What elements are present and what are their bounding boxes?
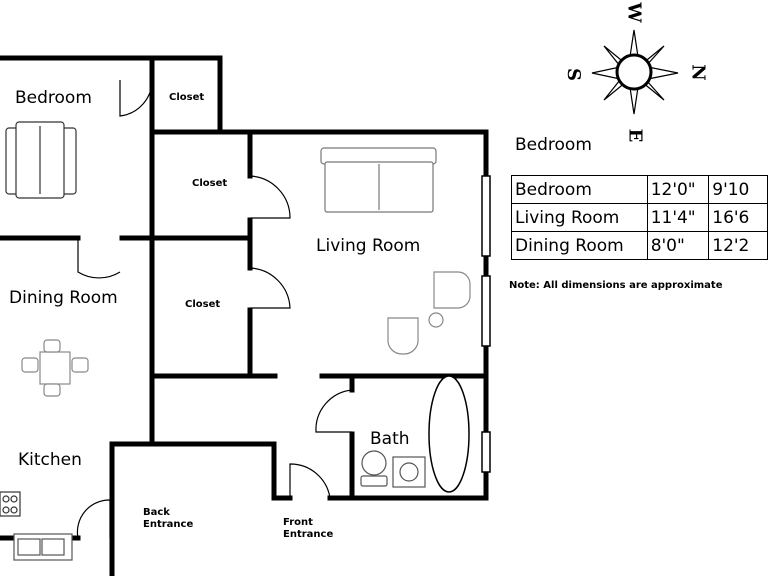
compass-north: N	[687, 64, 709, 81]
front-entrance-line1: Front	[283, 517, 313, 528]
room-label-closet-low: Closet	[185, 299, 221, 310]
table-row: Bedroom 12'0" 9'10	[511, 175, 768, 204]
room-label-kitchen: Kitchen	[18, 450, 82, 470]
room-label-bedroom: Bedroom	[15, 88, 92, 108]
table-row: Living Room 11'4" 16'6	[511, 203, 768, 232]
room-label-bath: Bath	[370, 429, 410, 449]
legend-note: Note: All dimensions are approximate	[509, 280, 723, 291]
table-row: Dining Room 8'0" 12'2	[511, 231, 768, 260]
room-label-closet-mid: Closet	[192, 178, 228, 189]
sofa-icon	[320, 147, 437, 213]
stove-icon	[0, 491, 21, 517]
dining-table-icon	[21, 339, 89, 397]
room-label-closet-top: Closet	[169, 92, 205, 103]
compass-icon	[591, 29, 679, 115]
front-entrance-label: Front Entrance	[283, 517, 333, 541]
legend-title: Bedroom	[515, 135, 592, 155]
doors	[76, 79, 353, 539]
compass-west: W	[623, 2, 645, 23]
back-entrance-line2: Entrance	[143, 519, 194, 530]
toilet-icon	[360, 450, 388, 487]
back-entrance-line1: Back	[143, 507, 170, 518]
table-cell-name: Dining Room	[511, 231, 648, 260]
compass-south: S	[563, 68, 584, 81]
front-entrance-line2: Entrance	[283, 529, 334, 540]
compass-east: E	[624, 128, 646, 143]
dimensions-table: Bedroom 12'0" 9'10 Living Room 11'4" 16'…	[511, 175, 768, 260]
table-cell-length: 9'10	[708, 175, 768, 204]
table-cell-length: 12'2	[708, 231, 768, 260]
table-cell-name: Living Room	[511, 203, 648, 232]
kitchen-sink-icon	[13, 533, 73, 561]
armchair-icon	[387, 271, 471, 355]
bed-icon	[5, 121, 77, 199]
windows	[481, 175, 491, 473]
room-label-living: Living Room	[316, 236, 421, 256]
table-cell-width: 8'0"	[646, 231, 710, 260]
table-cell-width: 12'0"	[646, 175, 710, 204]
room-label-dining: Dining Room	[9, 288, 118, 308]
table-cell-length: 16'6	[708, 203, 768, 232]
table-cell-name: Bedroom	[511, 175, 648, 204]
table-cell-width: 11'4"	[646, 203, 710, 232]
dimensions-table-wrapper: Bedroom 12'0" 9'10 Living Room 11'4" 16'…	[508, 170, 768, 270]
back-entrance-label: Back Entrance	[143, 507, 193, 531]
walls	[0, 55, 489, 576]
sink-icon	[392, 456, 426, 488]
bathtub-icon	[428, 375, 470, 493]
